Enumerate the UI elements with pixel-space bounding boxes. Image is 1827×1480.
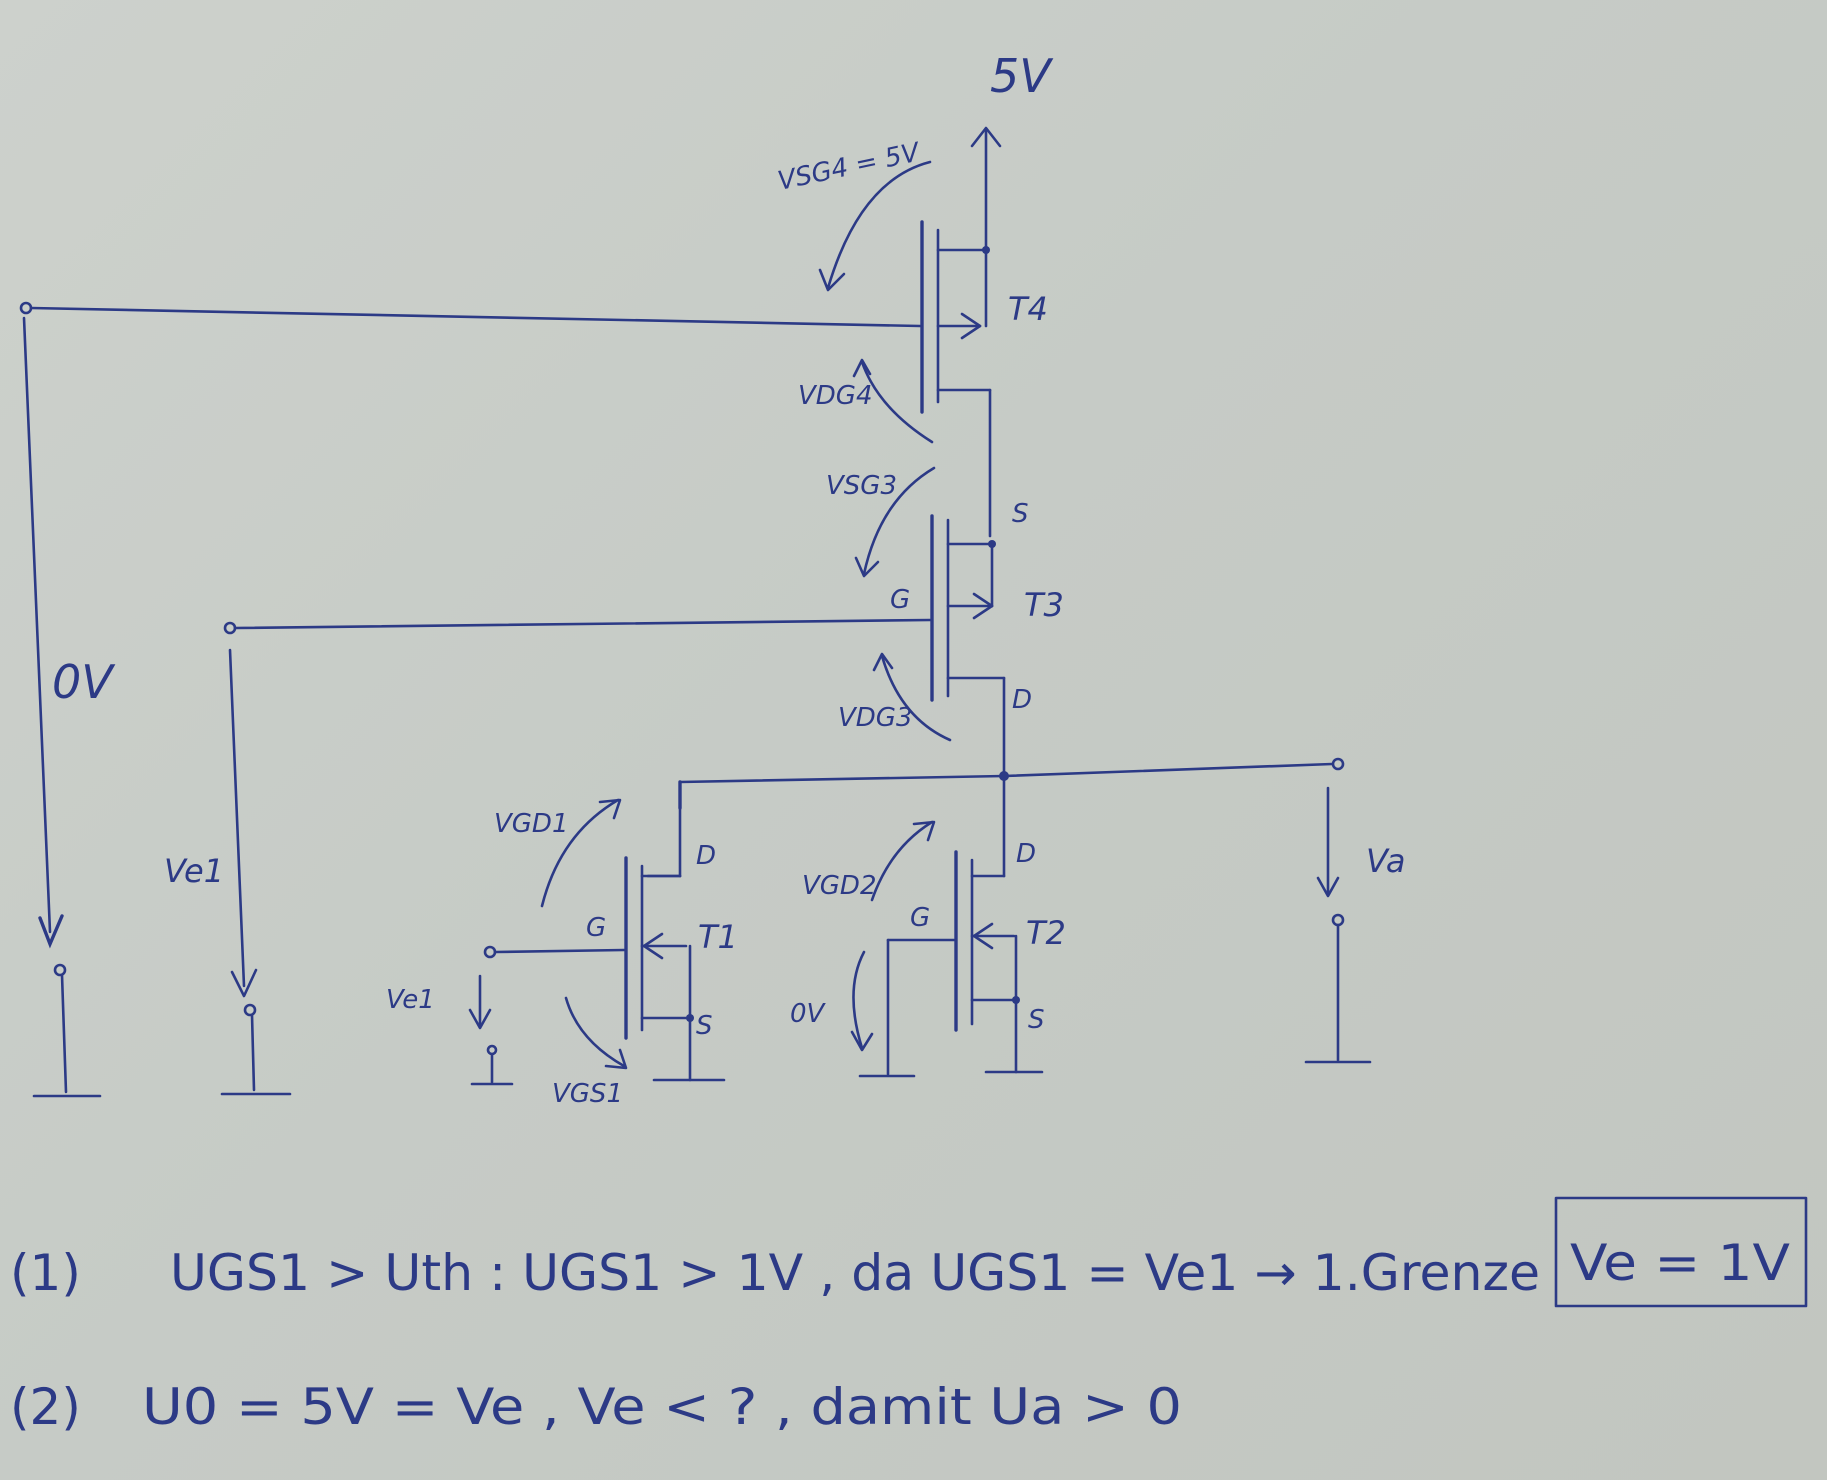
t1-vgs-label: VGS1 bbox=[552, 1079, 623, 1109]
t3-gate-wire bbox=[223, 618, 932, 635]
t3-vsg-label: VSG3 bbox=[826, 471, 897, 501]
ve1-label: Ve1 bbox=[164, 852, 224, 890]
t4-name: T4 bbox=[1008, 290, 1048, 328]
transistor-t3: S D G T3 VSG3 VDG3 bbox=[826, 466, 1064, 774]
t2-name: T2 bbox=[1026, 914, 1066, 952]
transistor-t2: D G T2 S VGD2 0V bbox=[790, 820, 1066, 1078]
equation-2: (2) U0 = 5V = Ve , Ve < ? , damit Ua > 0 bbox=[10, 1378, 1182, 1436]
t3-source-label: S bbox=[1012, 499, 1029, 529]
t3-vdg-label: VDG3 bbox=[838, 703, 913, 733]
t2-gate-label: G bbox=[910, 903, 930, 933]
t2-gate-voltage: 0V bbox=[790, 999, 827, 1029]
t1-name: T1 bbox=[698, 918, 738, 956]
transistor-t4: T4 VSG4 = 5V VDG4 bbox=[775, 137, 1048, 538]
t1-drain-label: D bbox=[696, 841, 716, 871]
t2-source-label: S bbox=[1028, 1005, 1045, 1035]
t1-source-label: S bbox=[696, 1011, 713, 1041]
eq1-number: (1) bbox=[10, 1244, 81, 1302]
supply-rail: 5V bbox=[970, 49, 1054, 254]
eq2-text: U0 = 5V = Ve , Ve < ? , damit Ua > 0 bbox=[142, 1378, 1182, 1436]
t3-gate-label: G bbox=[890, 585, 910, 615]
ve1-local-source: Ve1 bbox=[386, 974, 514, 1086]
t1-gate-label: G bbox=[586, 913, 606, 943]
t1-vgd-label: VGD1 bbox=[494, 809, 569, 839]
transistor-t1: D G T1 S VGD1 VGS1 bbox=[483, 798, 738, 1109]
t2-vgd-label: VGD2 bbox=[802, 871, 877, 901]
ve1-input: Ve1 bbox=[164, 648, 292, 1096]
t2-drain-label: D bbox=[1016, 839, 1036, 869]
t4-vdg-label: VDG4 bbox=[798, 381, 873, 411]
left-voltage-label: 0V bbox=[52, 655, 116, 709]
eq1-text: UGS1 > Uth : UGS1 > 1V , da UGS1 = Ve1 →… bbox=[170, 1244, 1540, 1302]
output-node: Va bbox=[678, 757, 1405, 1064]
ve1-local-label: Ve1 bbox=[386, 985, 435, 1015]
t3-drain-label: D bbox=[1012, 685, 1032, 715]
t4-vsg-label: VSG4 = 5V bbox=[775, 137, 924, 197]
eq2-number: (2) bbox=[10, 1378, 81, 1436]
left-input: 0V bbox=[22, 316, 116, 1098]
t4-gate-wire bbox=[19, 301, 922, 328]
eq1-boxed-result: Ve = 1V bbox=[1570, 1234, 1790, 1292]
t3-name: T3 bbox=[1024, 586, 1064, 624]
equation-1: (1) UGS1 > Uth : UGS1 > 1V , da UGS1 = V… bbox=[10, 1196, 1808, 1308]
supply-label: 5V bbox=[990, 49, 1054, 103]
output-label: Va bbox=[1366, 842, 1405, 880]
